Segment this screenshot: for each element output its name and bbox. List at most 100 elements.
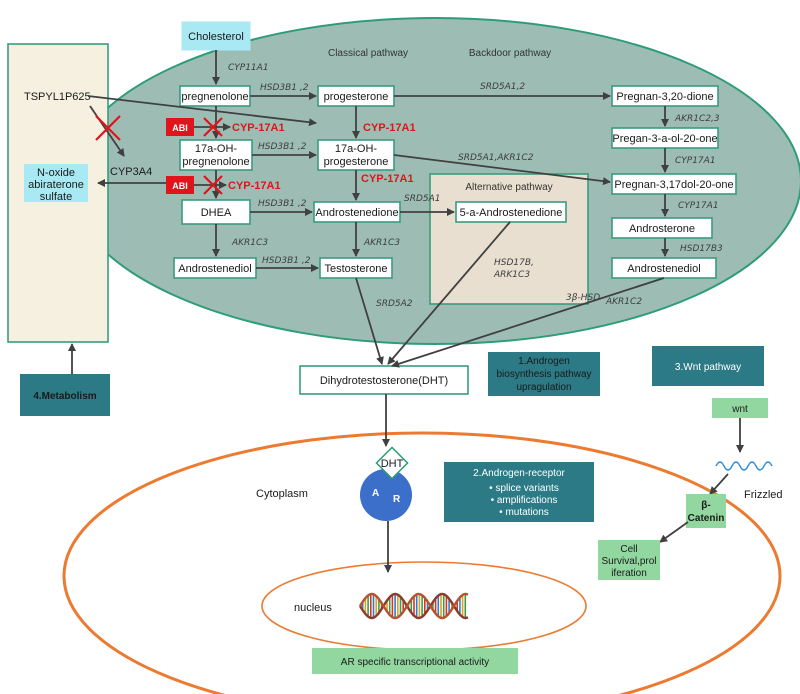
enzyme-hsd17b3: HSD17B3 xyxy=(680,244,723,254)
abi-box-2 xyxy=(166,176,194,194)
dht-node xyxy=(299,365,469,395)
mechanism-1-line-2: biosynthesis pathway xyxy=(496,369,591,380)
androstenediol-label: Androstenediol xyxy=(178,263,251,275)
enzyme-srd5a12: SRD5A1,2 xyxy=(480,82,525,92)
enzyme-hsd3b1-d: HSD3B1 ,2 xyxy=(262,256,311,266)
b-catenin-box xyxy=(686,494,726,528)
pregnenolone-label: pregnenolone xyxy=(181,91,248,103)
noxide-box xyxy=(24,164,88,202)
mechanism-2-box xyxy=(444,462,594,522)
cholesterol-label: Cholesterol xyxy=(188,31,244,43)
enzyme-hsd17b-2: ARK1C3 xyxy=(493,270,530,280)
enzyme-akr1c3-b: AKR1C3 xyxy=(363,238,400,248)
dna-helix xyxy=(358,592,469,620)
dht-ligand: DHT xyxy=(375,446,409,480)
dht-label: Dihydrotestosterone(DHT) xyxy=(320,375,448,387)
abi-box-1 xyxy=(166,118,194,136)
enzyme-hsd17b-1: HSD17B, xyxy=(494,258,534,268)
receptor-r-label: R xyxy=(393,494,401,505)
enzyme-akr1c2-backdoor: AKR1C2 xyxy=(605,297,642,307)
noxide-label-2: abiraterone xyxy=(28,179,84,191)
enzyme-cyp17a1-backdoor: CYP17A1 xyxy=(675,156,716,166)
frizzled-label: Frizzled xyxy=(744,489,783,501)
cytoplasm-label: Cytoplasm xyxy=(256,488,308,500)
cell-survival-line-3: iferation xyxy=(611,568,647,579)
pregnan-dione-label: Pregnan-3,20-dione xyxy=(616,91,713,103)
oh17-progesterone-label-1: 17a-OH- xyxy=(335,143,378,155)
wnt-box xyxy=(712,398,768,418)
androsterone-label: Androsterone xyxy=(629,223,695,235)
androgen-receptor xyxy=(360,469,412,521)
enzyme-srd5a1-akr1c2: SRD5A1,AKR1C2 xyxy=(458,153,534,163)
frizzled-receptor xyxy=(715,461,773,471)
cell-survival-line-2: Survival,prol xyxy=(601,556,656,567)
mechanism-4-box xyxy=(20,374,110,416)
oh17-progesterone-label-2: progesterone xyxy=(324,156,389,168)
mechanism-3-label: 3.Wnt pathway xyxy=(675,362,741,373)
oh17-pregnenolone-label-2: pregnenolone xyxy=(182,156,249,168)
mechanism-1-line-3: upragulation xyxy=(516,382,571,393)
cyp3a4-label: CYP3A4 xyxy=(110,166,152,178)
wnt-label: wnt xyxy=(731,404,748,415)
enzyme-akr1c23: AKR1C2,3 xyxy=(674,114,720,124)
enzyme-akr1c3-a: AKR1C3 xyxy=(231,238,268,248)
mechanism-2-item-3: • mutations xyxy=(499,507,549,518)
noxide-label-3: sulfate xyxy=(40,191,72,203)
enzyme-hsd3b1-c: HSD3B1 ,2 xyxy=(258,199,307,209)
cyp17a1-label-2: CYP-17A1 xyxy=(228,180,281,192)
nucleus-label: nucleus xyxy=(294,602,332,614)
dhea-label: DHEA xyxy=(201,207,232,219)
arrow-tspyl-progesterone xyxy=(87,95,317,127)
mechanism-4-label: 4.Metabolism xyxy=(33,391,96,402)
noxide-label-1: N-oxide xyxy=(37,167,75,179)
5a-androstenedione-label: 5-a-Androstenedione xyxy=(460,207,563,219)
enzyme-hsd3b1-a: HSD3B1 ,2 xyxy=(260,83,309,93)
backdoor-pathway-title: Backdoor pathway xyxy=(469,48,551,59)
mechanism-2-item-1: • splice variants xyxy=(489,483,559,494)
mechanism-2-item-2: • amplifications xyxy=(491,495,558,506)
enzyme-cyp17a1-backdoor-2: CYP17A1 xyxy=(678,201,719,211)
abi-label-1: ABI xyxy=(172,123,188,133)
enzyme-3bhsd: 3β-HSD xyxy=(566,293,600,303)
b-catenin-label-2: Catenin xyxy=(688,513,725,524)
mechanism-3-box xyxy=(652,346,764,386)
alternative-pathway-title: Alternative pathway xyxy=(465,182,552,193)
classical-pathway-title: Classical pathway xyxy=(328,48,408,59)
alternative-pathway-box xyxy=(429,173,589,305)
pregnan-17diol-label: Pregnan-3,17dol-20-one xyxy=(614,179,733,191)
arrow-oh17prog-17diol xyxy=(393,154,611,186)
pregnan-17diol-node xyxy=(611,173,737,195)
enzyme-cyp11a1: CYP11A1 xyxy=(228,63,269,73)
abi-cross-2 xyxy=(203,175,223,195)
dna-strand xyxy=(358,592,469,620)
cyp17a1-mid-label-1: CYP-17A1 xyxy=(363,122,416,134)
enzyme-srd5a1: SRD5A1 xyxy=(404,194,441,204)
arrow-frizzled-catenin xyxy=(709,473,729,495)
cell-survival-box xyxy=(598,540,660,580)
5a-androstenedione-node xyxy=(455,201,567,223)
mechanism-1-box xyxy=(488,352,600,396)
mechanism-2-title: 2.Androgen-receptor xyxy=(473,468,565,479)
mechanism-1-line-1: 1.Androgen xyxy=(518,356,570,367)
cyp17a1-mid-label-2: CYP-17A1 xyxy=(361,173,414,185)
tspyl-label: TSPYL1P625 xyxy=(24,91,91,103)
oh17-pregnenolone-label-1: 17a-OH- xyxy=(195,143,238,155)
testosterone-label: Testosterone xyxy=(325,263,388,275)
arrow-backdoor-dht xyxy=(391,277,665,368)
abi-label-2: ABI xyxy=(172,181,188,191)
androsterone-node xyxy=(611,217,713,239)
cyp17a1-label-1: CYP-17A1 xyxy=(232,122,285,134)
arrow-5a-dht xyxy=(387,221,511,365)
svg-text:DHT: DHT xyxy=(381,458,404,470)
androstenedione-label: Androstenedione xyxy=(315,207,398,219)
tspyl-inhibition-cross xyxy=(95,115,121,141)
arrow-catenin-survival xyxy=(659,521,689,543)
b-catenin-label-1: β- xyxy=(701,500,710,511)
ar-activity-label: AR specific transcriptional activity xyxy=(341,657,489,668)
abi-cross-1 xyxy=(203,117,223,137)
androstenediol-backdoor-label: Androstenediol xyxy=(627,263,700,275)
arrow-tspyl-cyp3a4 xyxy=(89,105,125,157)
enzyme-srd5a2: SRD5A2 xyxy=(376,299,413,309)
